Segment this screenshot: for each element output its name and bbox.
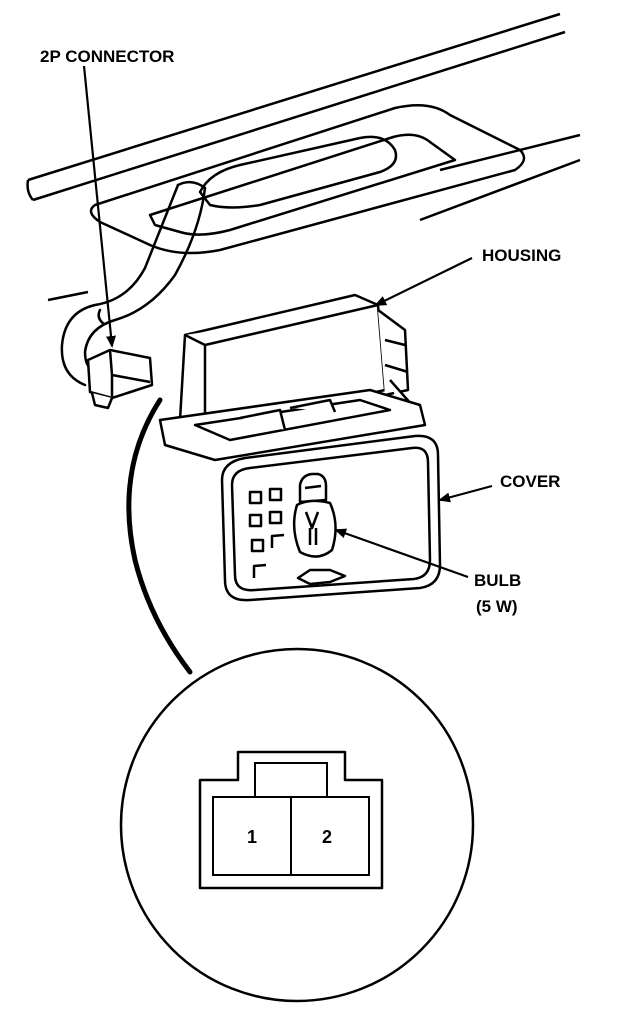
- cover-label: COVER: [500, 472, 560, 491]
- connector-leader: [82, 65, 116, 348]
- wire-harness: [60, 180, 207, 387]
- pin-2-cell: [290, 796, 370, 876]
- pin-2-label: 2: [322, 827, 332, 847]
- connector-key: [254, 762, 328, 798]
- leader-lines: [82, 65, 493, 579]
- housing-body: [158, 293, 427, 462]
- bulb-rating-label: (5 W): [476, 597, 518, 616]
- pin-1-cell: [212, 796, 292, 876]
- cover-leader: [438, 484, 493, 503]
- pin-1-label: 1: [247, 827, 257, 847]
- housing-leader: [374, 257, 473, 306]
- roof-panel: [26, 12, 581, 302]
- connector-detail: 1 2: [119, 647, 475, 1003]
- 2p-connector-body: [86, 348, 154, 410]
- connector-label: 2P CONNECTOR: [40, 47, 174, 66]
- bulb-label: BULB: [474, 571, 521, 590]
- bulb-body: [292, 472, 337, 558]
- bulb-leader: [334, 528, 469, 579]
- housing-label: HOUSING: [482, 246, 561, 265]
- detail-leader-wire: [126, 397, 193, 675]
